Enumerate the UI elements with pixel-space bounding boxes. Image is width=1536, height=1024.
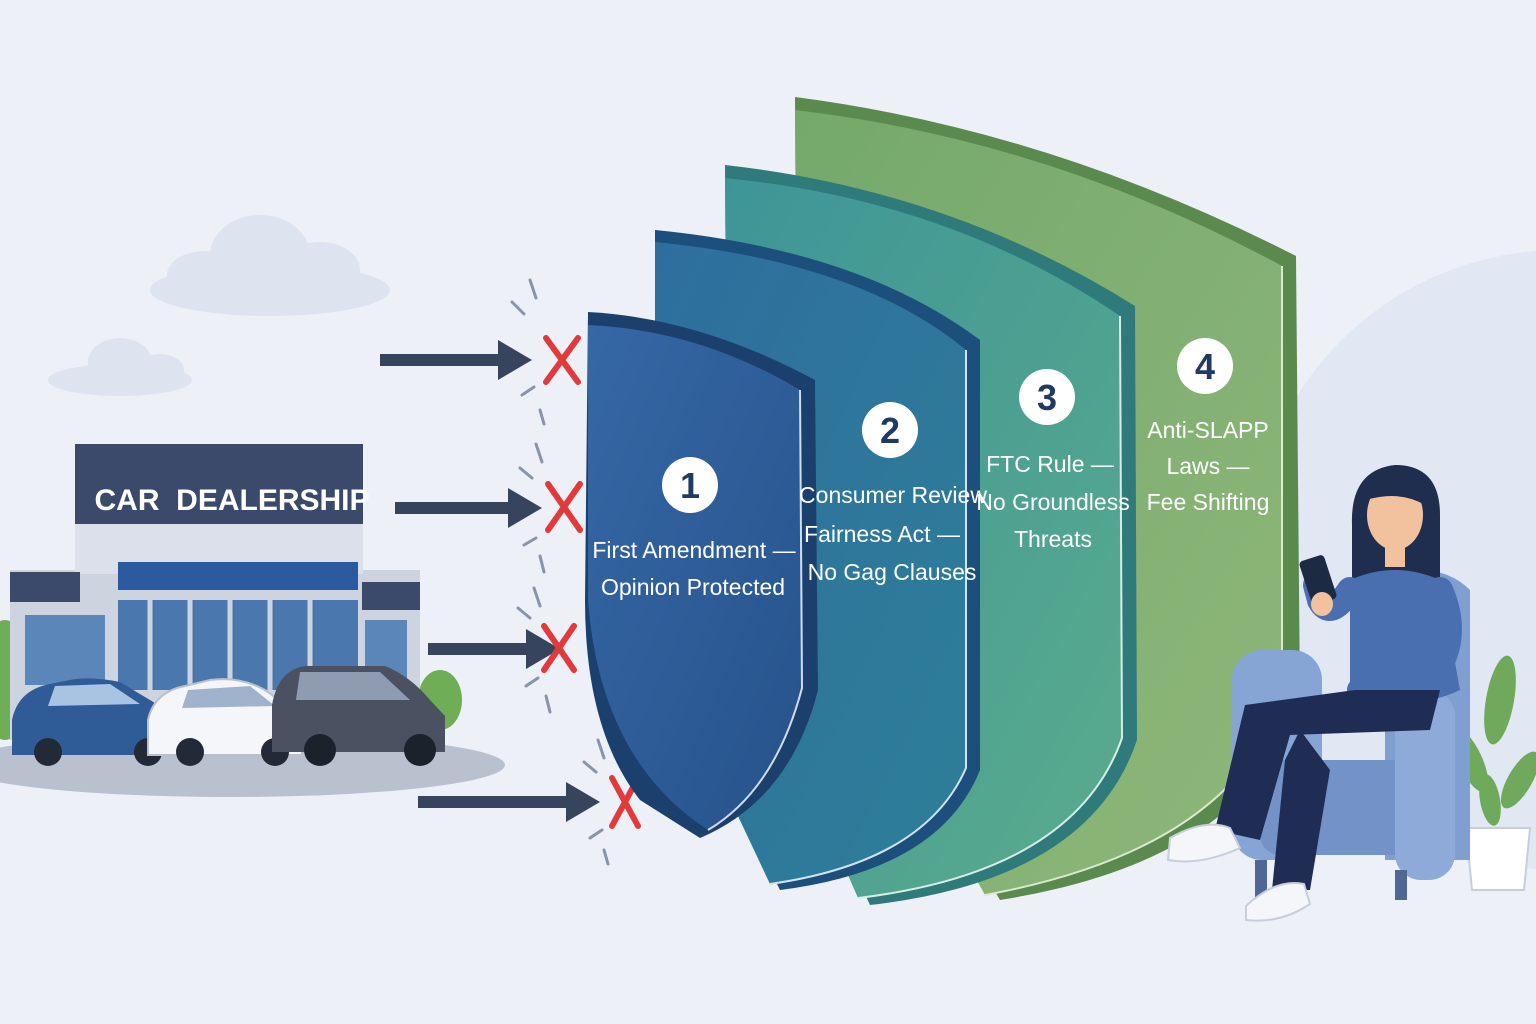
number-badge-4: 4 (1177, 338, 1233, 394)
number-badge-1: 1 (662, 457, 718, 513)
shield-3-label-line-3: Threats (1014, 526, 1092, 552)
shield-1-label-line-1: First Amendment — (592, 537, 795, 563)
shield-1-label-line-2: Opinion Protected (601, 574, 785, 600)
number-badge-3: 3 (1019, 369, 1075, 425)
shield-3-label-line-2: No Groundless (976, 489, 1129, 515)
cloud-icon (48, 338, 192, 396)
car-icon (147, 678, 303, 766)
shield-layer-1 (585, 312, 818, 838)
attack-arrow (380, 340, 532, 380)
attack-arrow (428, 629, 560, 669)
shield-2-label-line-2: Fairness Act — (804, 521, 960, 547)
car-icon (272, 666, 445, 766)
person-with-phone-icon (1166, 465, 1462, 922)
number-badge-2: 2 (862, 402, 918, 458)
shield-2-label-line-1: Consumer Review (799, 482, 987, 508)
svg-text:2: 2 (880, 410, 900, 451)
impact-spark-marks (510, 278, 610, 866)
dealership-sign: CAR DEALERSHIP (94, 484, 369, 517)
shield-2-label-line-3: No Gag Clauses (808, 559, 977, 585)
shield-3-label-line-1: FTC Rule — (986, 451, 1114, 477)
shield-4-label-line-3: Fee Shifting (1147, 489, 1270, 515)
attack-arrow (418, 782, 600, 822)
potted-plant-icon (1451, 655, 1536, 891)
svg-text:4: 4 (1195, 346, 1215, 387)
attack-arrow (395, 488, 542, 528)
shield-4-label-line-1: Anti-SLAPP (1147, 417, 1268, 443)
svg-text:1: 1 (680, 465, 700, 506)
shield-4-label-line-2: Laws — (1166, 453, 1249, 479)
svg-text:3: 3 (1037, 377, 1057, 418)
cloud-icon (150, 215, 390, 316)
